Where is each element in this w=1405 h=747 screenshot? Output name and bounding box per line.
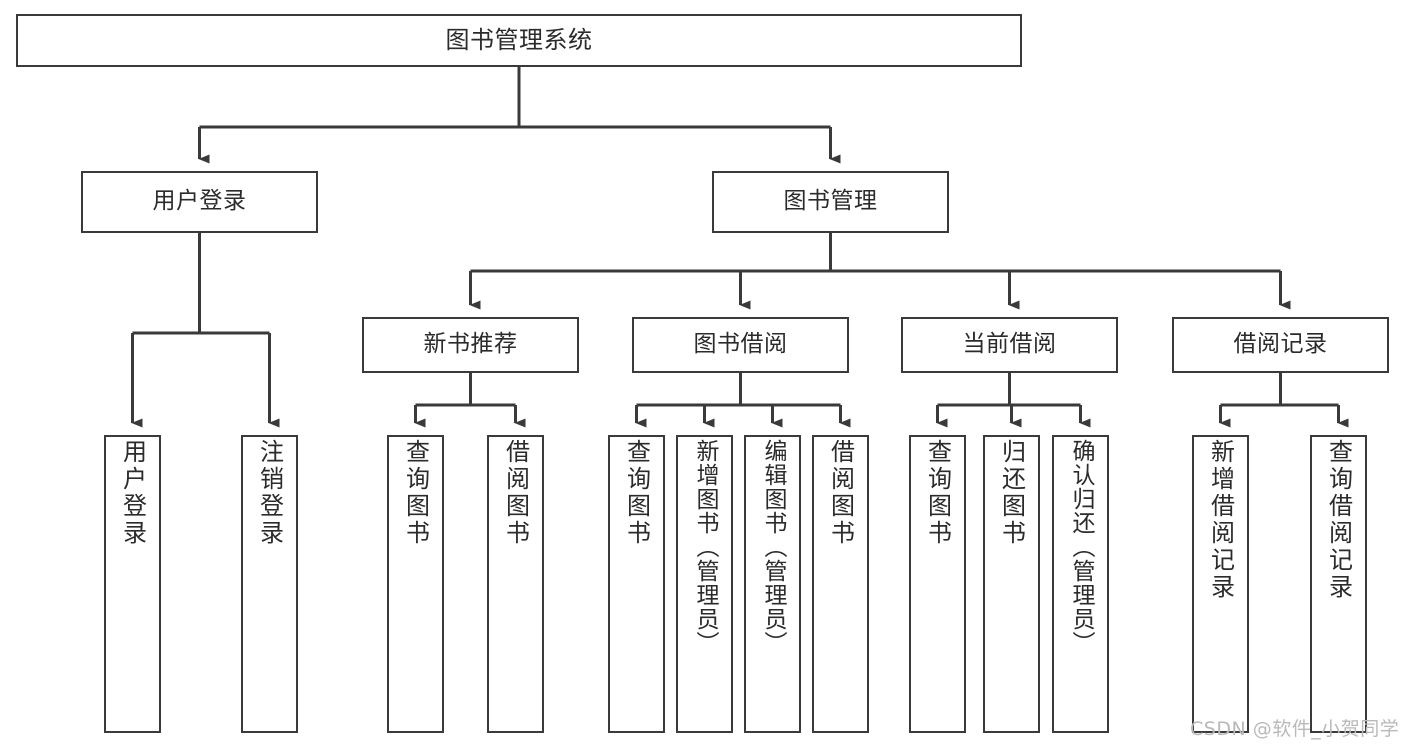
node-book-mgmt[interactable]: 图书管理 bbox=[712, 171, 949, 233]
node-leaf-query-book-3[interactable]: 查询图书 bbox=[909, 435, 966, 733]
node-leaf-user-login[interactable]: 用户登录 bbox=[104, 435, 161, 733]
node-label: 新增图书（管理员） bbox=[692, 439, 718, 655]
node-leaf-add-book-admin[interactable]: 新增图书（管理员） bbox=[676, 435, 733, 733]
node-current-borrow[interactable]: 当前借阅 bbox=[901, 317, 1118, 373]
node-label: 归还图书 bbox=[997, 439, 1026, 547]
node-leaf-query-borrow-record[interactable]: 查询借阅记录 bbox=[1310, 435, 1367, 733]
node-label: 借阅记录 bbox=[1233, 331, 1328, 358]
node-label: 查询图书 bbox=[622, 439, 651, 547]
watermark-text: CSDN @软件_小贺同学 bbox=[1190, 718, 1400, 740]
node-leaf-confirm-return-admin[interactable]: 确认归还（管理员） bbox=[1052, 435, 1109, 733]
node-label: 借阅图书 bbox=[501, 439, 530, 547]
node-book-borrow[interactable]: 图书借阅 bbox=[632, 317, 849, 373]
node-leaf-add-borrow-record[interactable]: 新增借阅记录 bbox=[1192, 435, 1249, 733]
node-label: 图书借阅 bbox=[693, 331, 788, 358]
node-label: 编辑图书（管理员） bbox=[760, 439, 786, 655]
node-label: 用户登录 bbox=[152, 188, 247, 215]
node-label: 新增借阅记录 bbox=[1206, 439, 1235, 601]
node-label: 新书推荐 bbox=[423, 331, 518, 358]
node-label: 借阅图书 bbox=[826, 439, 855, 547]
node-leaf-edit-book-admin[interactable]: 编辑图书（管理员） bbox=[744, 435, 801, 733]
node-leaf-query-book-1[interactable]: 查询图书 bbox=[387, 435, 444, 733]
node-label: 图书管理系统 bbox=[445, 26, 593, 55]
node-label: 查询图书 bbox=[401, 439, 430, 547]
node-borrow-record[interactable]: 借阅记录 bbox=[1172, 317, 1389, 373]
node-leaf-borrow-book-1[interactable]: 借阅图书 bbox=[487, 435, 544, 733]
node-leaf-user-logout[interactable]: 注销登录 bbox=[241, 435, 298, 733]
node-leaf-borrow-book-2[interactable]: 借阅图书 bbox=[812, 435, 869, 733]
node-leaf-query-book-2[interactable]: 查询图书 bbox=[608, 435, 665, 733]
node-label: 查询图书 bbox=[923, 439, 952, 547]
node-label: 用户登录 bbox=[118, 439, 147, 547]
node-label: 注销登录 bbox=[255, 439, 284, 547]
node-label: 当前借阅 bbox=[962, 331, 1057, 358]
node-user-login[interactable]: 用户登录 bbox=[81, 171, 318, 233]
node-label: 图书管理 bbox=[783, 188, 878, 215]
node-leaf-return-book[interactable]: 归还图书 bbox=[983, 435, 1040, 733]
node-label: 确认归还（管理员） bbox=[1068, 439, 1094, 655]
node-root[interactable]: 图书管理系统 bbox=[16, 14, 1022, 67]
node-label: 查询借阅记录 bbox=[1324, 439, 1353, 601]
node-new-book-rec[interactable]: 新书推荐 bbox=[362, 317, 579, 373]
